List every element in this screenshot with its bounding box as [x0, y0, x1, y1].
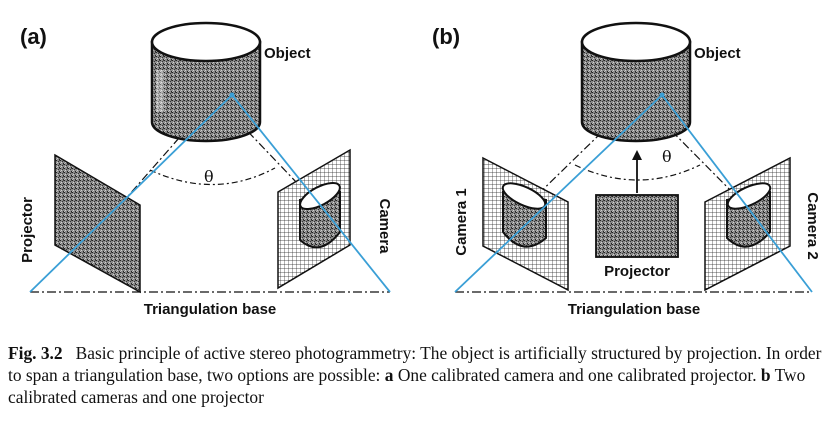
panel-b-projector	[595, 194, 679, 258]
caption-option-b-text: Two calibrated cameras and one projector	[8, 365, 806, 407]
panel-b: (b) Triangulation base θ Object Projecto…	[432, 21, 821, 318]
panel-b-camera2-image	[726, 182, 772, 248]
panel-a-object	[150, 21, 262, 143]
panel-b-projection-arrow-head	[632, 150, 642, 160]
panel-a-angle-arc	[149, 167, 276, 186]
panel-a: (a) Triangulation base θ Object Projecto…	[19, 21, 393, 318]
panel-b-camera2-label: Camera 2	[804, 192, 821, 260]
panel-a-label: (a)	[20, 24, 47, 49]
panel-a-projector-label: Projector	[19, 197, 36, 263]
figure-caption: Fig. 3.2 Basic principle of active stere…	[8, 342, 830, 408]
caption-option-a-text: One calibrated camera and one calibrated…	[397, 365, 757, 385]
panel-a-target-point	[229, 92, 235, 98]
panel-a-camera-label: Camera	[376, 198, 393, 254]
panel-b-object-label: Object	[694, 45, 741, 62]
panel-b-projector-label: Projector	[604, 263, 670, 280]
panel-b-camera1-label: Camera 1	[453, 188, 470, 256]
panel-b-object	[580, 21, 692, 143]
panel-b-camera2-axis	[637, 96, 746, 206]
panel-a-camera-image	[299, 181, 341, 249]
panel-a-projector-ray	[29, 94, 233, 293]
panel-b-camera1-ray	[454, 94, 663, 293]
caption-text: Basic principle of active stereo photogr…	[8, 343, 822, 385]
figure-diagram: (a) Triangulation base θ Object Projecto…	[19, 21, 821, 318]
panel-a-base-label: Triangulation base	[144, 301, 277, 318]
panel-b-label: (b)	[432, 24, 460, 49]
panel-b-base-label: Triangulation base	[568, 301, 701, 318]
panel-a-projector-plane	[54, 153, 141, 294]
caption-fig-number: Fig. 3.2	[8, 343, 63, 363]
caption-option-b-letter: b	[760, 365, 771, 385]
panel-b-theta: θ	[662, 147, 672, 166]
panel-b-target-point	[659, 92, 665, 98]
caption-option-a-letter: a	[384, 365, 394, 385]
panel-a-camera-ray	[231, 94, 391, 293]
panel-a-object-label: Object	[264, 45, 311, 62]
panel-b-camera1-image	[501, 182, 547, 248]
panel-a-theta: θ	[204, 167, 214, 186]
panel-b-camera2-ray	[661, 94, 813, 293]
